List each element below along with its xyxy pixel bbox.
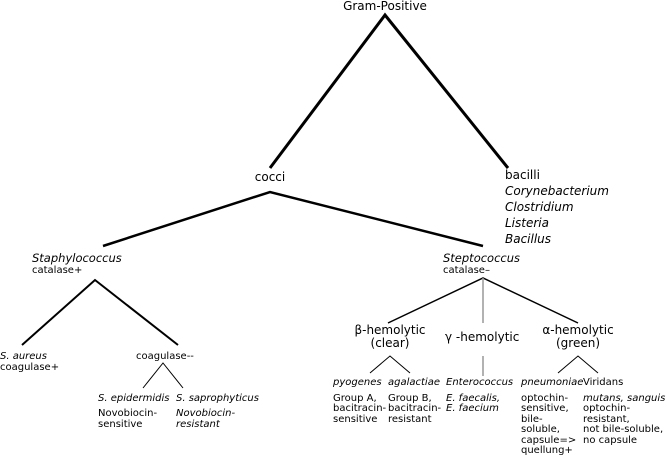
strep-name: Steptococcus xyxy=(443,251,521,265)
species-note: bacitracin- xyxy=(333,403,387,414)
staph-name: Staphylococcus xyxy=(32,251,122,265)
genus: Corynebacterium xyxy=(505,184,609,198)
species-name: Viridans xyxy=(583,377,624,388)
epidermidis-node: S. epidermidis Novobiocin- sensitive xyxy=(98,393,169,430)
species-note: quellung+ xyxy=(521,445,573,456)
bacilli-title: bacilli xyxy=(505,168,540,182)
genus: Clostridium xyxy=(505,200,574,214)
coag-neg-label: coagulase-- xyxy=(136,351,194,362)
viridans-node: Viridans mutans, sanguis optochin- resis… xyxy=(583,377,666,446)
species-note: Novobiocin- xyxy=(98,408,158,419)
species-list: mutans, sanguis xyxy=(583,392,666,404)
species-note: bile- xyxy=(521,413,543,425)
species-note: coagulase+ xyxy=(0,362,60,373)
beta-node: β-hemolytic (clear) xyxy=(354,324,425,350)
edge-staph xyxy=(21,278,179,346)
saprophyticus-node: S. saprophyticus Novobiocin- resistant xyxy=(176,393,259,430)
genus: Listeria xyxy=(505,216,549,230)
edge-cocci xyxy=(102,190,484,248)
species-note: not bile-soluble, xyxy=(583,424,664,435)
species-note: sensitive xyxy=(333,413,378,425)
genus: Bacillus xyxy=(505,232,552,246)
species-note: resistant xyxy=(176,419,220,430)
strep-test: catalase– xyxy=(443,265,490,276)
species-note: sensitive, xyxy=(521,403,569,414)
species-name: S. epidermidis xyxy=(98,393,170,404)
species-note: E. faecalis, xyxy=(446,392,501,404)
species-note: bacitracin- xyxy=(388,403,442,414)
species-name: pyogenes xyxy=(333,377,382,388)
gamma-label: γ -hemolytic xyxy=(445,330,520,344)
species-note: Novobiocin- xyxy=(176,408,236,419)
species-note: capsule=> xyxy=(521,434,577,446)
pyogenes-node: pyogenes Group A, bacitracin- sensitive xyxy=(333,377,387,425)
species-note: no capsule xyxy=(583,434,638,446)
species-name: S. saprophyticus xyxy=(176,393,259,404)
species-note: Group B, xyxy=(388,392,432,404)
species-note: optochin- xyxy=(521,392,569,404)
species-note: Group A, xyxy=(333,392,377,404)
staph-test: catalase+ xyxy=(32,265,83,276)
edge-alpha xyxy=(557,355,599,374)
species-note: resistant, xyxy=(583,413,630,425)
alpha-sub: (green) xyxy=(555,336,601,350)
strep-node: Steptococcus catalase– xyxy=(443,251,521,277)
alpha-label: α-hemolytic xyxy=(542,323,614,337)
edge-coag xyxy=(142,362,184,389)
root-label: Gram-Positive xyxy=(343,0,427,13)
edge-root xyxy=(268,12,510,169)
species-note: optochin- xyxy=(583,403,631,414)
alpha-node: α-hemolytic (green) xyxy=(542,324,613,350)
species-note: soluble, xyxy=(521,424,560,435)
species-note: sensitive xyxy=(98,419,143,430)
pneumoniae-node: pneumoniae optochin- sensitive, bile- so… xyxy=(521,377,584,457)
beta-sub: (clear) xyxy=(370,336,410,350)
species-note: resistant xyxy=(388,413,432,425)
aureus-node: S. aureus coagulase+ xyxy=(0,351,59,373)
enterococcus-node: Enterococcus E. faecalis, E. faecium xyxy=(446,377,514,415)
species-name: Enterococcus xyxy=(446,377,514,388)
species-name: pneumoniae xyxy=(521,377,584,388)
species-note: E. faecium xyxy=(446,403,499,414)
cocci-label: cocci xyxy=(254,170,286,184)
species-name: S. aureus xyxy=(0,351,47,362)
edge-beta xyxy=(369,355,411,374)
agalactiae-node: agalactiae Group B, bacitracin- resistan… xyxy=(388,377,442,425)
staph-node: Staphylococcus catalase+ xyxy=(32,251,122,277)
beta-label: β-hemolytic xyxy=(354,323,426,337)
bacilli-label: bacilli Corynebacterium Clostridium List… xyxy=(505,168,609,246)
species-name: agalactiae xyxy=(388,377,440,388)
